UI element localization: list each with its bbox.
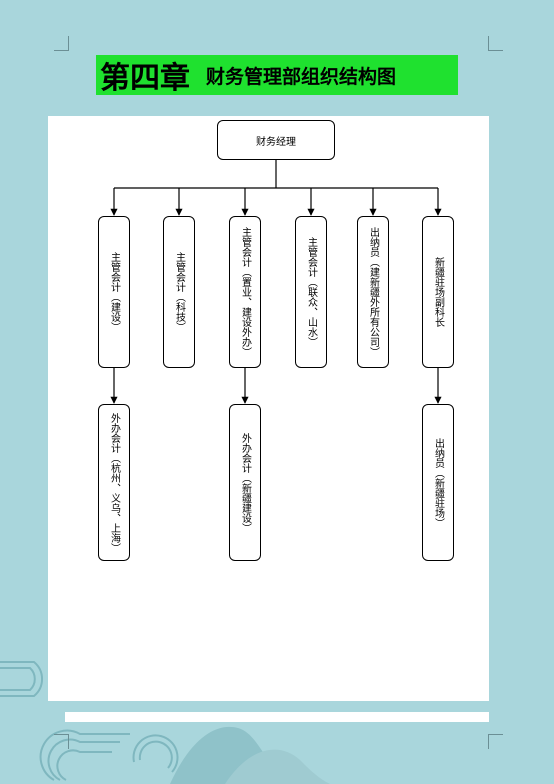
- crop-mark-bottom-left: [54, 734, 69, 749]
- org-node-label: 外办会计（杭州、义乌、上海）: [108, 412, 120, 553]
- org-node-label: 出纳员（新疆驻场）: [432, 437, 444, 528]
- org-node-label: 主管会计（建设）: [108, 252, 120, 332]
- org-node-l1-1: 主管会计（科技）: [163, 216, 195, 368]
- org-node-l2-2: 出纳员（新疆驻场）: [422, 404, 454, 561]
- org-node-l2-1: 外办会计（新疆建设）: [229, 404, 261, 561]
- page-divider: [65, 712, 489, 722]
- crop-mark-bottom-right: [488, 734, 503, 749]
- org-node-label: 外办会计（新疆建设）: [239, 432, 251, 533]
- org-node-l1-3: 主管会计（联众、山水）: [295, 216, 327, 368]
- org-node-l1-2: 主管会计（置业、建设外办）: [229, 216, 261, 368]
- org-node-l1-4: 出纳员（建新疆外所有公司）: [357, 216, 389, 368]
- crop-mark-top-left: [54, 36, 69, 51]
- org-node-label: 主管会计（置业、建设外办）: [239, 227, 251, 357]
- org-node-label: 财务经理: [256, 136, 296, 148]
- org-node-finance-manager: 财务经理: [217, 120, 335, 160]
- org-node-label: 主管会计（联众、山水）: [305, 237, 317, 347]
- chapter-number: 第四章: [100, 61, 190, 96]
- org-node-label: 出纳员（建新疆外所有公司）: [367, 227, 379, 357]
- chapter-heading: 财务管理部组织结构图: [206, 65, 397, 88]
- org-node-l1-5: 新疆驻场副科长: [422, 216, 454, 368]
- crop-mark-top-right: [488, 36, 503, 51]
- org-node-label: 主管会计（科技）: [173, 252, 185, 332]
- org-chart-connectors: [110, 160, 442, 404]
- org-node-label: 新疆驻场副科长: [432, 257, 444, 327]
- org-chart: 财务经理 主管会计（建设） 主管会计（科技） 主管会计（置业、建设外办） 主管会…: [48, 116, 489, 701]
- org-node-l2-0: 外办会计（杭州、义乌、上海）: [98, 404, 130, 561]
- org-node-l1-0: 主管会计（建设）: [98, 216, 130, 368]
- chapter-title: 第四章 财务管理部组织结构图: [96, 55, 458, 96]
